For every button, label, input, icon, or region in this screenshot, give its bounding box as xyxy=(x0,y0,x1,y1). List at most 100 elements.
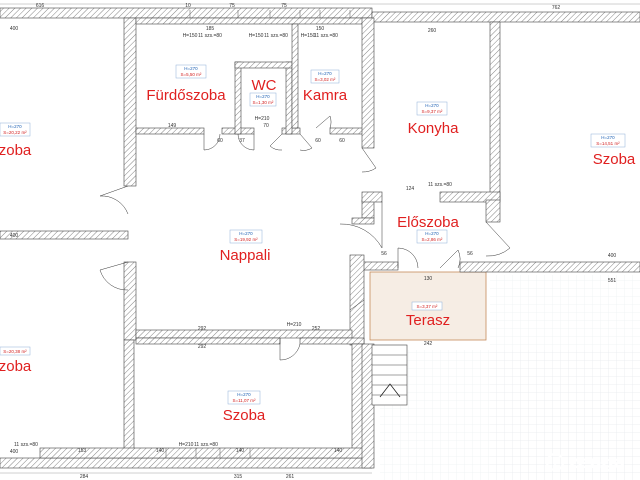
dim-binner-2: 153 xyxy=(78,448,87,454)
dim-top-5: 762 xyxy=(552,5,561,11)
dim-door-2: H=150 xyxy=(249,33,264,39)
room-area: S=20,38 m² xyxy=(3,349,27,354)
room-area: S=1,30 m² xyxy=(253,100,274,105)
dim-mid-400b: 400 xyxy=(608,253,617,259)
walls xyxy=(0,7,640,469)
dim-inner-3: 150 xyxy=(316,26,325,32)
room-area: S=2,86 m² xyxy=(422,237,443,242)
dim-binner-4: 140 xyxy=(236,448,245,454)
dim-mid-56b: 56 xyxy=(467,251,473,257)
room-name: Szoba xyxy=(223,407,266,424)
dim-binner-5: 140 xyxy=(334,448,343,454)
dim-bottom-3: 261 xyxy=(286,474,295,480)
dim-mid-70: 70 xyxy=(263,123,269,129)
room-height: H=270 xyxy=(8,124,22,129)
room-szoba-left-bottom: S=20,38 m² Szoba xyxy=(0,346,32,375)
dim-win-2: 11 szs.=80 xyxy=(264,33,288,39)
room-area: S=11,07 m² xyxy=(232,398,256,403)
room-name: Előszoba xyxy=(397,214,459,231)
logo-mark-dot-icon xyxy=(552,459,558,465)
room-terasz: S=3,37 m² Terasz xyxy=(406,301,450,329)
room-area: S=9,37 m² xyxy=(422,109,443,114)
dim-win-4: 11 szs.=80 xyxy=(428,182,452,188)
dim-mid-60a: 60 xyxy=(217,138,223,144)
dim-top-3: 75 xyxy=(229,3,235,9)
dim-binner-3: 140 xyxy=(156,448,165,454)
room-eloszoba: H=270 S=2,86 m² Előszoba xyxy=(397,214,460,244)
room-wc: H=270 S=1,30 m² WC xyxy=(249,77,277,107)
room-szoba-right: H=270 S=14,51 m² Szoba xyxy=(590,133,636,168)
dim-top-1: 616 xyxy=(36,3,45,9)
dim-binner-1: 400 xyxy=(10,449,19,455)
dim-door-1: H=150 xyxy=(183,33,198,39)
dim-mid-60b: 60 xyxy=(315,138,321,144)
room-kamra: H=270 S=3,02 m² Kamra xyxy=(303,69,348,104)
dim-mid-400a: 400 xyxy=(10,233,19,239)
logo-mark-icon xyxy=(545,452,565,472)
dim-door-6: H=210 xyxy=(179,442,194,448)
dim-inner-4: 260 xyxy=(428,28,437,34)
grid-area-bottom xyxy=(380,350,640,480)
dim-mid-149: 149 xyxy=(168,123,177,129)
room-area: S=19,92 m² xyxy=(234,237,258,242)
dim-win-6: 11 szs.=80 xyxy=(14,442,38,448)
room-area: S=3,37 m² xyxy=(417,304,438,309)
windows xyxy=(165,10,351,458)
room-height: H=270 xyxy=(256,94,270,99)
room-furdoszoba: H=270 S=5,50 m² Fürdőszoba xyxy=(146,64,226,104)
room-name: Szoba xyxy=(593,151,636,168)
room-height: H=270 xyxy=(237,392,251,397)
room-height: H=270 xyxy=(425,231,439,236)
dim-mid-60c: 60 xyxy=(339,138,345,144)
room-area: S=3,02 m² xyxy=(315,77,336,82)
room-name: Fürdőszoba xyxy=(146,87,226,104)
room-konyha: H=270 S=9,37 m² Konyha xyxy=(408,101,460,137)
room-nappali: H=270 S=19,92 m² Nappali xyxy=(220,229,271,264)
room-height: H=270 xyxy=(239,231,253,236)
dim-win-1: 11 szs.=80 xyxy=(198,33,222,39)
room-name: WC xyxy=(252,77,277,94)
dim-win-3: 11 szs.=80 xyxy=(314,33,338,39)
room-szoba-bottom: H=270 S=11,07 m² Szoba xyxy=(223,390,266,424)
dim-door-3: H=150 xyxy=(301,33,316,39)
room-name: Terasz xyxy=(406,312,450,329)
dim-inner-1: 400 xyxy=(10,26,19,32)
dim-inner-2: 185 xyxy=(206,26,215,32)
door-swings xyxy=(99,115,511,361)
room-name: Konyha xyxy=(408,120,460,137)
dim-mid-37: 37 xyxy=(239,138,245,144)
dim-win-5: 11 szs.=80 xyxy=(194,442,218,448)
room-name: Szoba xyxy=(0,142,32,159)
dim-mid-130: 130 xyxy=(424,276,433,282)
dim-top-4: 75 xyxy=(281,3,287,9)
dim-mid-56a: 56 xyxy=(381,251,387,257)
dim-door-4: H=210 xyxy=(255,116,270,122)
room-area: S=20,22 m² xyxy=(3,130,27,135)
dim-top-2: 10 xyxy=(185,3,191,9)
dim-mid-242: 242 xyxy=(424,341,433,347)
brand-logo: zenga xyxy=(545,452,625,473)
terasz-floor xyxy=(369,271,487,341)
brand-name: zenga xyxy=(568,453,625,473)
dimension-lines xyxy=(0,3,640,474)
room-area: S=5,50 m² xyxy=(181,72,202,77)
room-szoba-left-top: H=270 S=20,22 m² Szoba xyxy=(0,122,32,159)
dim-mid-252: 252 xyxy=(312,326,321,332)
dim-mid-124: 124 xyxy=(406,186,415,192)
room-height: H=270 xyxy=(318,71,332,76)
staircase xyxy=(371,344,408,406)
room-name: Kamra xyxy=(303,87,348,104)
dim-bottom-1: 284 xyxy=(80,474,89,480)
room-name: Szoba xyxy=(0,358,32,375)
dim-door-5: H=210 xyxy=(287,322,302,328)
dim-mid-292b: 292 xyxy=(198,344,207,350)
room-height: H=270 xyxy=(425,103,439,108)
room-height: H=270 xyxy=(184,66,198,71)
room-height: H=270 xyxy=(601,135,615,140)
dim-mid-292a: 292 xyxy=(198,326,207,332)
dim-mid-551: 551 xyxy=(608,278,617,284)
room-area: S=14,51 m² xyxy=(596,141,620,146)
dim-bottom-2: 315 xyxy=(234,474,243,480)
room-name: Nappali xyxy=(220,247,271,264)
